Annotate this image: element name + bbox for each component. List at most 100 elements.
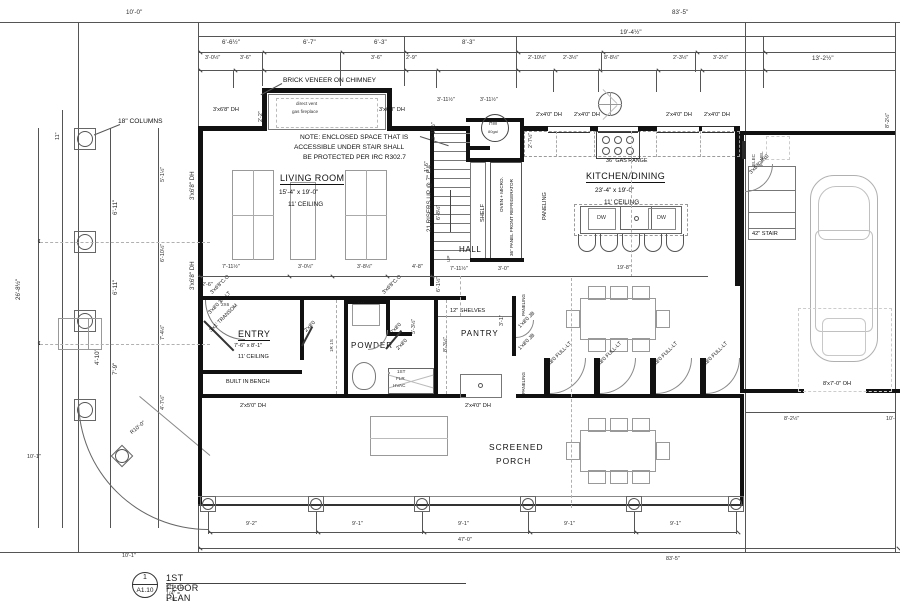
elec-panel (742, 141, 746, 159)
stair-direction-arrow (450, 190, 451, 232)
wall-chimney-right (387, 88, 392, 131)
dim-line-top-1 (198, 36, 895, 37)
dim-top-r3-1: 3'-6" (240, 55, 251, 61)
centerline-symbol-1: ℄ (38, 239, 42, 245)
dim-top-r3-4: 2'-10½" (528, 55, 547, 61)
window-label-left-1: 3'x6'8" DH (189, 171, 196, 200)
exterior-furniture (58, 318, 102, 350)
window-label-k1: 2'x4'0" DH (536, 112, 562, 118)
wall-porch-right (740, 394, 744, 504)
wall-top-lr-right (387, 126, 467, 131)
dim-int-1: 3'-0½" (298, 264, 314, 270)
porch-pier-6 (728, 496, 744, 512)
room-name-hall: HALL (459, 245, 482, 254)
wall-porch-top (516, 394, 740, 398)
toilet (352, 362, 376, 390)
dim-left-overall: 26'-8½" (15, 279, 22, 300)
chimney-note: BRICK VENEER ON CHIMNEY (283, 77, 377, 84)
dim-left-inner-1: 6'-10½" (160, 243, 166, 262)
dim-chimney-offset-a: 2'-2" (258, 111, 264, 122)
car-trunk (822, 318, 866, 356)
hvac-label-1: 1ST (397, 369, 406, 374)
dim-top-r3-5: 2'-3½" (563, 55, 579, 61)
dim-top-r3-0: 3'-0½" (205, 55, 221, 61)
dim-int-3: 4'-8" (412, 264, 423, 270)
room-name-porch: SCREENED (489, 442, 544, 452)
door-jamb-3 (650, 358, 656, 394)
stair-note-3: BE PROTECTED PER IRC R302.7 (303, 154, 406, 161)
dw-label-right: DW (657, 215, 666, 221)
dim-top-r3-6: 8'-8½" (604, 55, 620, 61)
fireplace-label-2: gas fireplace (292, 109, 319, 114)
window-label-k2: 2'x4'0" DH (574, 112, 600, 118)
detail-number: 1 (143, 574, 147, 581)
fireplace-box (268, 94, 386, 130)
bench-line (202, 370, 302, 374)
door-jamb-4 (700, 358, 706, 394)
column-3 (74, 310, 96, 332)
wall-top-lr-left (198, 126, 262, 131)
door-label-2x80-c: 2'x8'0 (395, 337, 409, 352)
built-in-bench-label: BUILT IN BENCH (226, 379, 270, 385)
wall-stair-left (430, 126, 434, 286)
wall-entry-right (300, 300, 304, 360)
garage-door-clearance (798, 308, 892, 392)
kitchen-window-2 (598, 126, 638, 133)
drawing-scale: SCALE: 1/4" = 1'-0" (166, 585, 185, 603)
dim-powder: 5'-3½" (411, 318, 417, 334)
dim-right-b: 8'-2½" (784, 416, 800, 422)
dim-int-0: 7'-11½" (222, 264, 240, 270)
dim-left-inner-2: 7'-4½" (160, 324, 166, 340)
window-label-dh-b: 3'x6'8" DH (379, 107, 405, 113)
dim-left-col-2: 7'-9" (112, 362, 119, 375)
dim-top-overall-left: 10'-0" (126, 9, 143, 16)
wall-entry-left (198, 296, 202, 398)
dim-top-r2-4: 19'-4½" (620, 29, 642, 36)
dim-line-left-4 (158, 128, 159, 528)
dim-bottom-overall: 83'-5" (666, 556, 680, 562)
island-sink (620, 206, 652, 230)
detail-bubble (132, 572, 158, 598)
wall-hw-left (466, 146, 470, 162)
room-ceiling-entry: 11' CEILING (238, 354, 269, 360)
wall-appliance-bottom (470, 258, 524, 262)
hw-label-2: 80gal (488, 129, 498, 134)
dw-label-left: DW (597, 215, 606, 221)
dim-top-r3-7: 2'-3½" (673, 55, 689, 61)
wall-pantry-right (512, 296, 516, 356)
oven-micro-label: OVEN + MICRO. (499, 177, 504, 212)
dim-line-top-3 (198, 70, 895, 71)
dim-top-r2-2: 6'-3" (374, 39, 387, 46)
dim-int-2: 3'-8½" (357, 264, 373, 270)
window-label-k4: 2'x4'0" DH (704, 112, 730, 118)
site-line-left (78, 22, 79, 552)
room-size-living: 15'-4" x 19'-0" (279, 189, 319, 196)
car-hood (818, 186, 870, 240)
wall-garage-left (740, 131, 744, 393)
dim-bay-2: 9'-1" (458, 521, 469, 527)
room-ceiling-kitchen: 11' CEILING (604, 199, 640, 206)
window-label-porch: 2'x4'0" DH (465, 403, 491, 409)
dim-bay-1: 9'-1" (352, 521, 363, 527)
stair-note-1: NOTE: ENCLOSED SPACE THAT IS (300, 134, 409, 141)
wall-chimney-left (262, 88, 267, 131)
dim-top-overall-right: 83'-5" (672, 9, 689, 16)
dim-top-r2-5: 13'-2½" (812, 55, 834, 62)
room-size-entry: 7'-6" x 8'-1" (234, 343, 263, 349)
paneling-label-2: PANELING (521, 294, 526, 316)
dim-bottom-left: 10'-1" (122, 553, 136, 559)
paneling-label-3: PANELING (521, 372, 526, 394)
water-heater (481, 114, 509, 142)
lr-furniture-center (290, 182, 316, 260)
wall-left-exterior (198, 126, 203, 398)
room-name-kitchen: KITCHEN/DINING (586, 171, 666, 183)
dim-top-r2-1: 6'-7" (303, 39, 316, 46)
dim-left-col-a: 11" (55, 132, 61, 140)
porch-pier-5 (626, 496, 642, 512)
porch-pier-1 (200, 496, 216, 512)
porch-pier-2 (308, 496, 324, 512)
dim-line-top-2 (198, 52, 895, 53)
drawing-title: 1ST FLOOR PLAN (166, 573, 199, 603)
dim-bay-0: 9'-2" (246, 521, 257, 527)
room-ceiling-living: 11' CEILING (288, 201, 324, 208)
